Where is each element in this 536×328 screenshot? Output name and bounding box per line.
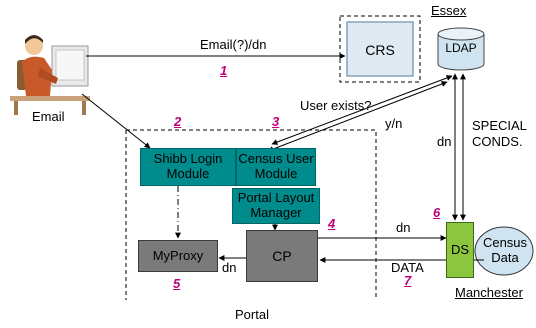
census-user-module: Census User Module	[236, 148, 316, 186]
ds-box: DS	[446, 222, 474, 278]
census-data-ellipse	[474, 226, 534, 276]
label-email-query: Email(?)/dn	[200, 37, 267, 52]
step-7: 7	[404, 273, 412, 288]
census-data-label: Census Data	[482, 235, 528, 265]
label-data: DATA	[391, 260, 424, 275]
label-dn-cp-ds: dn	[396, 220, 411, 235]
label-dn-ldap: dn	[437, 134, 452, 149]
step-2: 2	[174, 114, 182, 129]
portal-layout-manager-label: Portal Layout Manager	[237, 190, 315, 220]
step-4: 4	[328, 216, 336, 231]
cp-label: CP	[272, 247, 292, 264]
shibb-login-module: Shibb Login Module	[140, 148, 236, 186]
step-3: 3	[272, 114, 280, 129]
portal-dashed-frame	[125, 129, 377, 300]
ldap-node: LDAP	[438, 38, 484, 60]
shibb-login-module-label: Shibb Login Module	[153, 151, 223, 181]
label-essex: Essex	[431, 3, 467, 18]
ldap-label: LDAP	[445, 41, 477, 56]
label-email: Email	[32, 109, 65, 124]
label-portal: Portal	[235, 307, 269, 322]
portal-layout-manager: Portal Layout Manager	[232, 188, 320, 224]
label-special-conds: SPECIAL CONDS.	[472, 118, 527, 149]
crs-label: CRS	[365, 41, 395, 58]
step-1: 1	[220, 63, 228, 78]
census-data-node: Census Data	[478, 232, 532, 270]
label-dn-myproxy: dn	[222, 260, 237, 275]
step-5: 5	[173, 276, 181, 291]
arrow-census-to-ldap-2	[267, 81, 448, 152]
ldap-cylinder-shape	[437, 27, 485, 71]
census-user-module-label: Census User Module	[238, 151, 314, 181]
user-at-computer-icon	[10, 35, 90, 115]
step-6: 6	[433, 205, 441, 220]
arrow-user-to-shibb	[81, 93, 151, 149]
label-yn: y/n	[385, 116, 403, 131]
cp-box: CP	[246, 230, 318, 282]
myproxy-label: MyProxy	[152, 247, 204, 263]
ds-label: DS	[450, 241, 470, 257]
label-user-exists: User exists?	[300, 98, 372, 113]
myproxy-box: MyProxy	[138, 240, 218, 272]
label-manchester: Manchester	[455, 285, 523, 300]
crs-box: CRS	[352, 30, 408, 70]
